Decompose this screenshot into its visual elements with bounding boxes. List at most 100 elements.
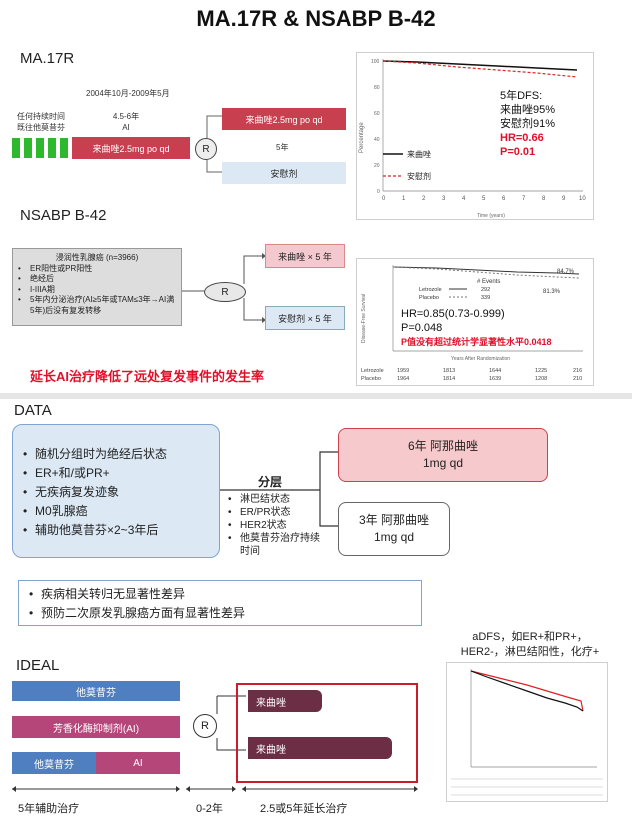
- ideal-ai-short-bar: AI: [96, 752, 180, 774]
- svg-text:3: 3: [442, 196, 446, 202]
- svg-text:6: 6: [502, 196, 506, 202]
- list-item: 预防二次原发乳腺癌方面有显著性差异: [29, 604, 411, 623]
- list-item: M0乳腺癌: [23, 502, 209, 521]
- svg-text:216: 216: [573, 368, 582, 374]
- svg-text:4: 4: [462, 196, 466, 202]
- ideal-phase3: 2.5或5年延长治疗: [260, 803, 348, 815]
- nsabp-arm-placebo: 安慰剂 × 5 年: [265, 306, 345, 330]
- list-item: 绝经后: [18, 274, 176, 285]
- ideal-timeline-arrows: [12, 786, 418, 792]
- svg-text:Letrozole: Letrozole: [361, 368, 384, 374]
- ideal-extension-box: [236, 683, 418, 783]
- nsabp-arm-letrozole: 来曲唑 × 5 年: [265, 244, 345, 268]
- nsabp-eligibility-list: ER阳性或PR阳性 绝经后 I-IIIA期 5年内分泌治疗(AI≥5年或TAM≤…: [18, 264, 176, 317]
- list-item: ER+和/或PR+: [23, 464, 209, 483]
- nsabp-legend-placebo-n: 339: [481, 295, 490, 301]
- tamoxifen-bars: [12, 138, 68, 158]
- svg-text:10: 10: [579, 196, 586, 202]
- svg-text:1208: 1208: [535, 376, 547, 382]
- ma17r-placebo-curve: [382, 60, 578, 78]
- ma17r-result-box: 5年DFS: 来曲唑95% 安慰剂91% HR=0.66 P=0.01: [500, 90, 556, 158]
- ideal-risk-table-lines: [451, 778, 603, 796]
- nsabp-conclusion: 延长AI治疗降低了远处复发事件的发生率: [30, 369, 265, 384]
- section-divider: [0, 393, 632, 399]
- nsabp-letrozole-curve: [392, 266, 580, 275]
- data-criteria-list: 随机分组时为绝经后状态 ER+和/或PR+ 无疾病复发迹象 M0乳腺癌 辅助他莫…: [23, 445, 209, 540]
- svg-text:9: 9: [562, 196, 566, 202]
- svg-text:2: 2: [422, 196, 426, 202]
- ma17r-ylabel: Percentage: [359, 122, 365, 153]
- ideal-tamoxifen-short-bar: 他莫昔芬: [12, 752, 96, 774]
- ma17r-arm-placebo: 安慰剂: [222, 162, 346, 184]
- nsabp-eligibility-box: 浸润性乳腺癌 (n=3966) ER阳性或PR阳性 绝经后 I-IIIA期 5年…: [12, 248, 182, 326]
- nsabp-legend-letrozole: Letrozole: [419, 287, 442, 293]
- list-item: 疾病相关转归无显著性差异: [29, 585, 411, 604]
- ma17r-xlabel: Time (years): [477, 213, 505, 219]
- svg-text:7: 7: [522, 196, 526, 202]
- nsabp-risk-table: Letrozole 1959 1813 1644 1225 216 Placeb…: [361, 368, 582, 382]
- svg-text:0: 0: [382, 196, 386, 202]
- nsabp-legend-placebo: Placebo: [419, 295, 439, 301]
- ma17r-prior-letrozole: 来曲唑2.5mg po qd: [72, 137, 190, 159]
- ideal-arm1: 来曲唑: [248, 690, 322, 712]
- data-label: DATA: [14, 402, 52, 419]
- list-item: ER/PR状态: [228, 506, 328, 519]
- svg-text:8: 8: [542, 196, 546, 202]
- nsabp-legend-title: # Events: [477, 279, 500, 285]
- ma17r-label: MA.17R: [20, 50, 75, 67]
- nsabp-legend-letrozole-n: 292: [481, 287, 490, 293]
- data-arm-3yr: 3年 阿那曲唑 1mg qd: [338, 502, 450, 556]
- svg-text:80: 80: [374, 85, 380, 91]
- list-item: ER阳性或PR阳性: [18, 264, 176, 275]
- nsabp-label: NSABP B-42: [20, 207, 107, 224]
- svg-text:1814: 1814: [443, 376, 455, 382]
- nsabp-placebo-curve: [392, 266, 580, 279]
- ideal-label: IDEAL: [16, 657, 60, 674]
- nsabp-flow-lines: [182, 253, 266, 323]
- nsabp-result-box: HR=0.85(0.73-0.999) P=0.048 P值没有超过统计学显著性…: [401, 308, 552, 347]
- ideal-randomize-circle: R: [193, 714, 217, 738]
- ma17r-prior-therapy: 任何持续时间 既往他莫昔芬: [17, 112, 65, 132]
- ideal-curve-black: [470, 670, 584, 712]
- list-item: 他莫昔芬治疗持续时间: [228, 532, 328, 558]
- data-strat-list: 淋巴结状态 ER/PR状态 HER2状态 他莫昔芬治疗持续时间: [228, 493, 328, 558]
- ma17r-letrozole-curve: [382, 60, 578, 71]
- ma17r-randomize-circle: R: [195, 138, 217, 160]
- list-item: 淋巴结状态: [228, 493, 328, 506]
- svg-text:0: 0: [377, 189, 380, 195]
- ma17r-legend-letrozole: 来曲唑: [407, 149, 431, 159]
- ma17r-ai-duration: 4.5-6年 AI: [112, 112, 140, 132]
- ideal-arm2: 来曲唑: [248, 737, 392, 759]
- ideal-curve-red: [470, 670, 584, 712]
- ideal-adfs-chart: [446, 662, 608, 802]
- nsabp-box-title: 浸润性乳腺癌 (n=3966): [55, 253, 139, 262]
- svg-text:40: 40: [374, 137, 380, 143]
- nsabp-randomize-circle: R: [204, 282, 246, 302]
- svg-text:210: 210: [573, 376, 582, 382]
- ma17r-arm-duration: 5年: [276, 143, 289, 152]
- list-item: 无疾病复发迹象: [23, 483, 209, 502]
- svg-text:1225: 1225: [535, 368, 547, 374]
- data-criteria-box: 随机分组时为绝经后状态 ER+和/或PR+ 无疾病复发迹象 M0乳腺癌 辅助他莫…: [12, 424, 220, 558]
- ma17r-legend-placebo: 安慰剂: [407, 171, 431, 181]
- data-strat-title: 分层: [258, 475, 283, 489]
- svg-text:1813: 1813: [443, 368, 455, 374]
- svg-text:1644: 1644: [489, 368, 501, 374]
- svg-text:1959: 1959: [397, 368, 409, 374]
- ideal-phase1: 5年辅助治疗: [18, 803, 80, 815]
- ideal-tamoxifen-bar: 他莫昔芬: [12, 681, 180, 701]
- svg-text:Placebo: Placebo: [361, 376, 381, 382]
- nsabp-pct-mid: 81.3%: [543, 289, 561, 295]
- svg-text:1964: 1964: [397, 376, 409, 382]
- svg-text:1639: 1639: [489, 376, 501, 382]
- svg-text:5: 5: [482, 196, 486, 202]
- nsabp-ylabel: Disease-Free Survival: [361, 294, 367, 343]
- nsabp-pct-top: 84.7%: [557, 269, 575, 275]
- list-item: 5年内分泌治疗(AI≥5年或TAM≤3年→AI满5年)后没有复发转移: [18, 295, 176, 316]
- svg-text:60: 60: [374, 111, 380, 117]
- ma17r-arm-letrozole: 来曲唑2.5mg po qd: [222, 108, 346, 130]
- list-item: 随机分组时为绝经后状态: [23, 445, 209, 464]
- list-item: I-IIIA期: [18, 285, 176, 296]
